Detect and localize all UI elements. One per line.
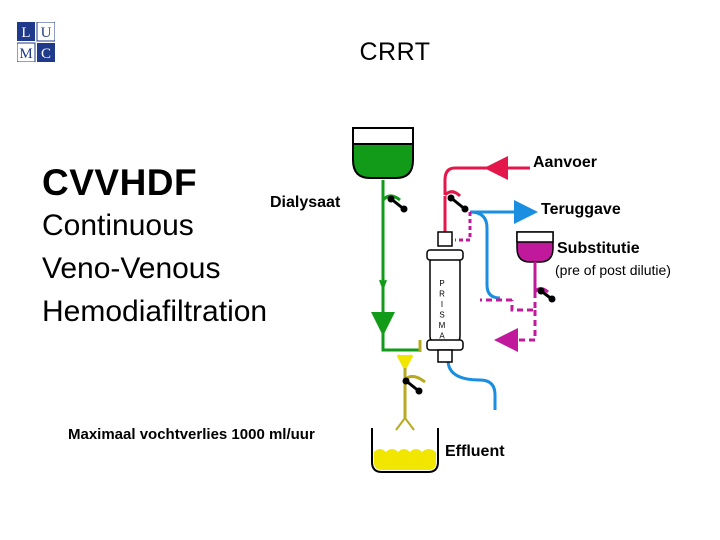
filter-letter: S <box>439 311 444 320</box>
svg-text:U: U <box>41 25 52 41</box>
filter-letter: A <box>439 332 445 341</box>
effluent-container <box>371 428 439 473</box>
method-abbreviation: CVVHDF <box>42 162 198 203</box>
filter-letter: I <box>441 300 443 309</box>
lumc-logo: L U M C <box>17 22 55 62</box>
svg-text:C: C <box>41 46 51 62</box>
svg-text:L: L <box>21 25 30 41</box>
substitution-line <box>480 262 549 352</box>
substitution-pump-icon <box>537 287 556 303</box>
svg-text:M: M <box>19 46 32 62</box>
dilution-note: (pre of post dilutie) <box>555 262 671 278</box>
dialysate-label: Dialysaat <box>270 194 341 211</box>
page-title: CRRT <box>359 38 431 66</box>
blood-pump-icon <box>447 194 469 213</box>
substitution-bag <box>516 231 554 263</box>
arterial-line <box>443 156 530 232</box>
filter-letter: M <box>439 321 446 330</box>
max-fluid-loss-note: Maximaal vochtverlies 1000 ml/uur <box>68 426 315 443</box>
substitution-label: Substitutie <box>557 240 640 257</box>
effluent-line <box>395 340 426 431</box>
dialysate-pump-icon <box>387 195 408 213</box>
effluent-pump-icon <box>402 377 423 395</box>
method-name-line-3: Hemodiafiltration <box>42 295 268 328</box>
prisma-filter <box>426 231 464 363</box>
filter-letter: P <box>439 279 444 288</box>
return-label: Teruggave <box>541 201 621 218</box>
effluent-label: Effluent <box>445 443 505 460</box>
method-name-line-2: Veno-Venous <box>42 252 221 285</box>
dialysate-bag <box>352 127 414 179</box>
inflow-label: Aanvoer <box>533 154 598 171</box>
method-name-line-1: Continuous <box>42 209 194 242</box>
filter-letter: R <box>439 290 445 299</box>
venous-return-line <box>446 200 538 410</box>
